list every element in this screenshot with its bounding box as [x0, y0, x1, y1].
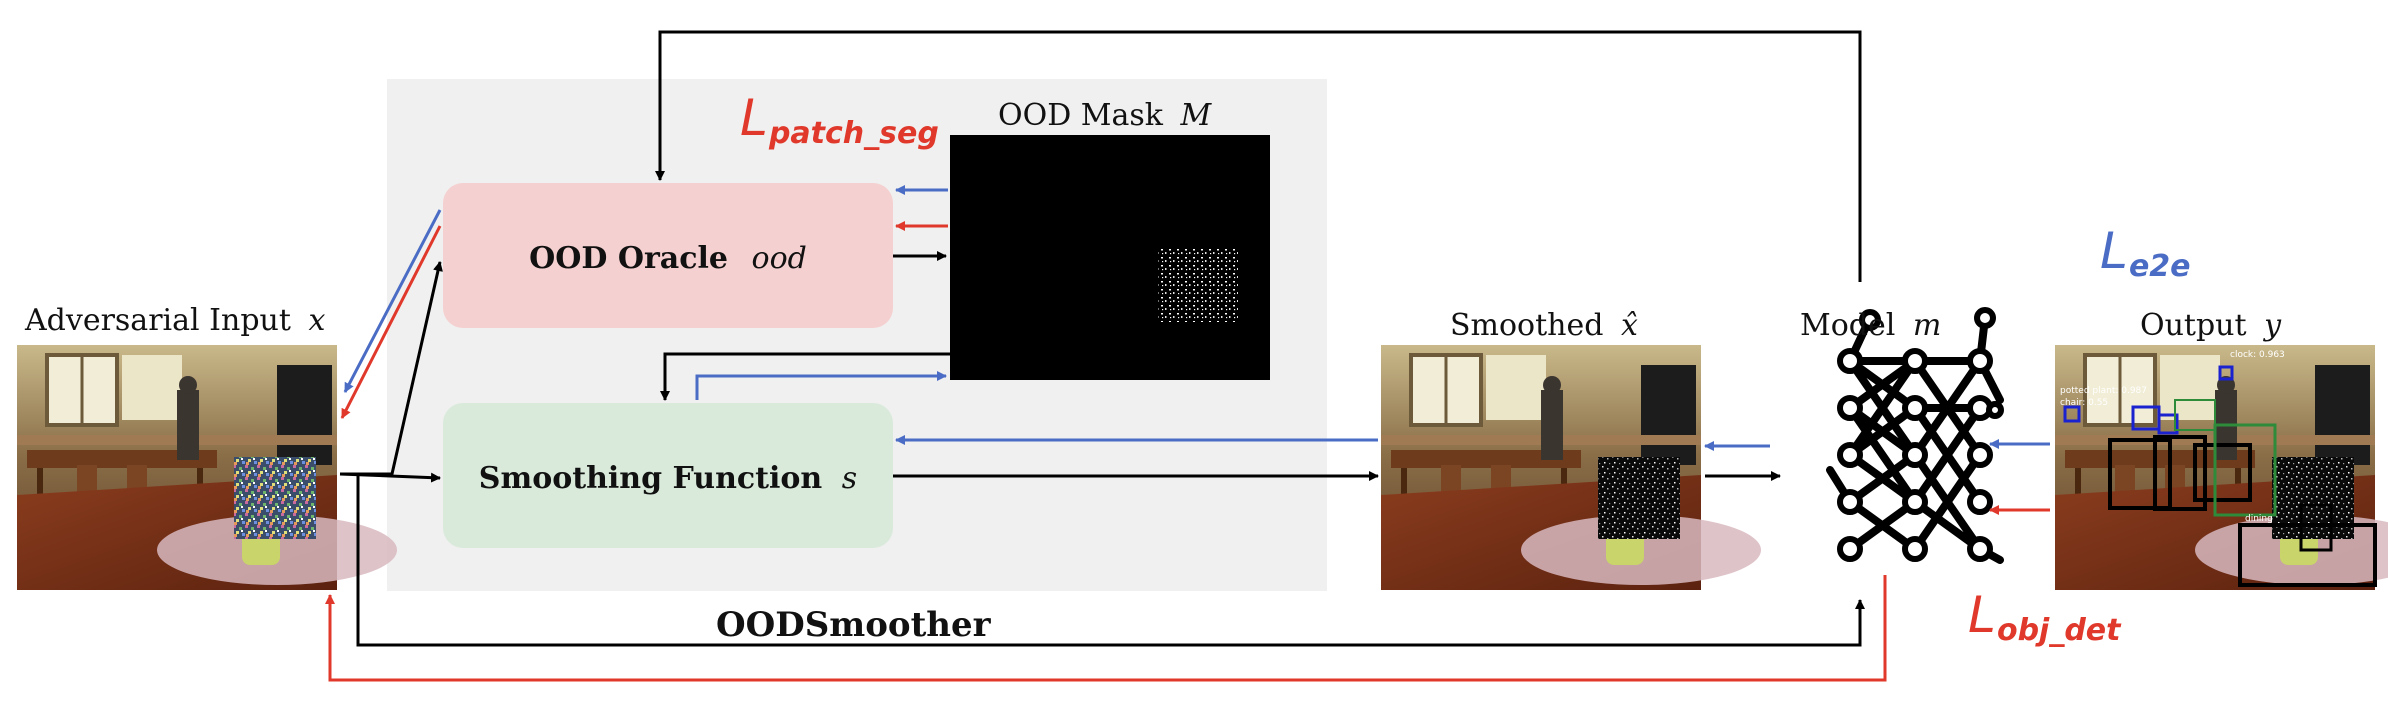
output-var: y — [2262, 308, 2282, 343]
svg-text:Smoothed x̂: Smoothed x̂ — [1450, 308, 1638, 343]
arrow-mask-to-smoothing — [660, 352, 950, 401]
output-image: clock: 0.963 potted plant: 0.987 chair: … — [2053, 343, 2388, 592]
ood-mask-label: OOD Mask — [998, 98, 1164, 133]
smoothing-function-box — [443, 403, 893, 548]
ood-oracle-box — [443, 183, 893, 328]
arrow-model-to-oracle — [655, 30, 1862, 282]
ood-oracle-var: ood — [752, 241, 807, 276]
svg-text:Adversarial Input x: Adversarial Input x — [24, 303, 325, 338]
model-nodes — [1837, 307, 2004, 562]
smoothed-var: x̂ — [1621, 308, 1638, 343]
svg-text:Model m: Model m — [1800, 308, 1941, 343]
detection-dining-label: dining — [2245, 514, 2273, 524]
output-label: Output — [2140, 308, 2247, 343]
adversarial-input-label: Adversarial Input — [24, 303, 291, 338]
ood-oracle-label: OOD Oracle — [529, 241, 728, 276]
loss-e2e-base: L — [2100, 222, 2128, 280]
arrow-input-to-model-bottom — [356, 474, 1865, 647]
grad-red-to-input — [340, 225, 442, 419]
oodsmoother-label: OODSmoother — [716, 605, 992, 645]
smoothed-image — [1379, 343, 1763, 592]
grad-blue-smoothing-to-mask — [695, 371, 947, 400]
loss-patch-seg-sub: patch_seg — [768, 116, 939, 151]
grad-blue-to-input — [343, 209, 442, 393]
detection-plant-label: potted plant: 0.987 — [2060, 386, 2147, 396]
model-var: m — [1913, 308, 1941, 343]
model-label: Model — [1800, 308, 1895, 343]
svg-text:Output y: Output y — [2140, 308, 2282, 343]
svg-text:L e2e: L e2e — [2100, 222, 2191, 284]
svg-text:L obj_det: L obj_det — [1968, 586, 2122, 648]
smoothing-function-label: Smoothing Function — [479, 461, 823, 496]
loss-e2e-sub: e2e — [2129, 249, 2191, 284]
ood-mask-patch — [1158, 248, 1238, 322]
adversarial-input-var: x — [308, 303, 325, 338]
smoothing-function-var: s — [842, 461, 857, 496]
svg-text:L patch_seg: L patch_seg — [740, 89, 939, 151]
grad-red-bottom-loop — [325, 575, 1887, 682]
detection-clock-label: clock: 0.963 — [2230, 350, 2285, 360]
smoothed-label: Smoothed — [1450, 308, 1603, 343]
ood-mask-var: M — [1180, 98, 1213, 133]
svg-text:OOD Oracle ood: OOD Oracle ood — [529, 241, 807, 276]
svg-text:Smoothing Function s: Smoothing Function s — [479, 461, 857, 496]
adversarial-input-image — [15, 343, 399, 592]
detection-chair-label: chair: 0.55 — [2060, 398, 2108, 408]
svg-text:OOD Mask M: OOD Mask M — [998, 98, 1213, 133]
loss-patch-seg-base: L — [740, 89, 768, 147]
loss-obj-det-base: L — [1968, 586, 1996, 644]
loss-obj-det-sub: obj_det — [1997, 613, 2122, 648]
